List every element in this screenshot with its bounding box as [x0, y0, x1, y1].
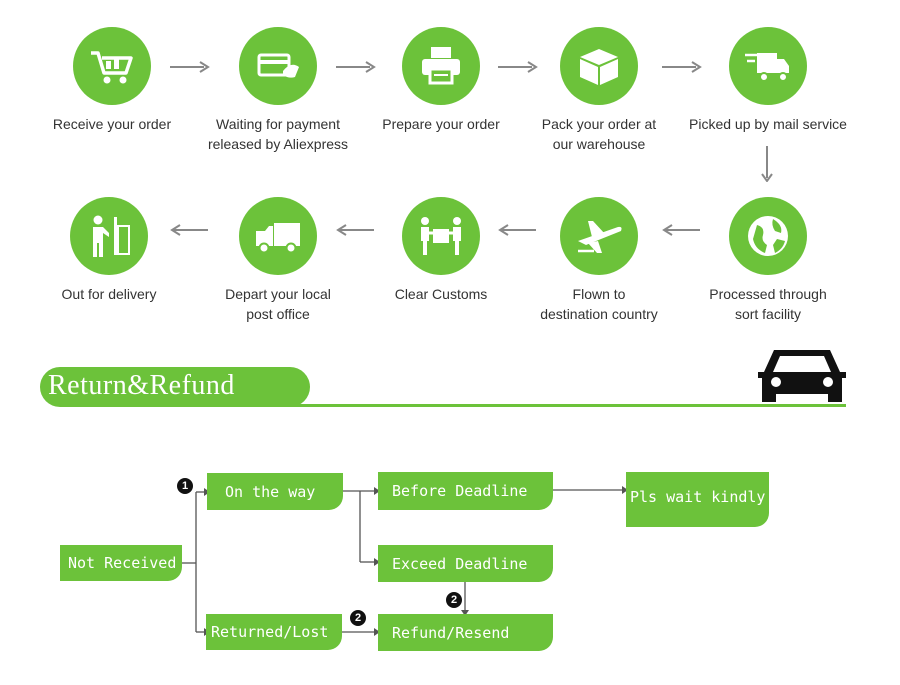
step-pack-order: Pack your order at our warehouse [519, 27, 679, 154]
not-received-box: Not Received [60, 545, 182, 581]
airplane-icon [578, 221, 622, 253]
step-waiting-payment: Waiting for payment released by Aliexpre… [198, 27, 358, 154]
step-label: Prepare your order [382, 116, 500, 132]
step-label: Depart your local post office [225, 286, 331, 322]
step-badge-2: 2 [446, 592, 462, 608]
arrow-down [761, 146, 773, 182]
customs-icon [421, 217, 461, 255]
arrow-right [498, 61, 538, 73]
arrow-left [662, 224, 700, 236]
step-label: Pack your order at our warehouse [541, 116, 657, 152]
step-out-for-delivery: Out for delivery [29, 197, 189, 304]
step-label: Processed through sort facility [709, 286, 827, 322]
step-flown-destination: Flown to destination country [519, 197, 679, 324]
step-circle [560, 27, 638, 105]
globe-icon [748, 216, 788, 256]
step-badge-2: 2 [350, 610, 366, 626]
step-badge-1: 1 [177, 478, 193, 494]
step-circle [402, 27, 480, 105]
step-label: Flown to destination country [540, 286, 658, 322]
box-icon [580, 49, 618, 85]
step-circle [70, 197, 148, 275]
exceed-deadline-box: Exceed Deadline [378, 545, 553, 582]
arrow-right [662, 61, 702, 73]
step-label: Waiting for payment released by Aliexpre… [207, 116, 349, 152]
truck-icon [256, 223, 300, 254]
step-circle [239, 27, 317, 105]
banner-title: Return&Refund [48, 370, 235, 401]
returned-lost-box: Returned/Lost [206, 614, 342, 650]
step-depart-post-office: Depart your local post office [198, 197, 358, 324]
delivery-person-icon [93, 215, 130, 257]
step-receive-order: Receive your order [32, 27, 192, 134]
return-refund-banner [40, 367, 310, 407]
credit-card-icon [257, 53, 299, 78]
arrow-right [336, 61, 376, 73]
step-circle [402, 197, 480, 275]
printer-icon [422, 47, 460, 85]
step-picked-up: Picked up by mail service [688, 27, 848, 134]
car-icon [758, 350, 846, 402]
step-circle [560, 197, 638, 275]
step-circle [729, 197, 807, 275]
step-circle [73, 27, 151, 105]
arrow-left [336, 224, 374, 236]
step-label: Clear Customs [394, 286, 488, 302]
refund-resend-box: Refund/Resend [378, 614, 553, 651]
on-the-way-box: On the way [207, 473, 343, 510]
banner-underline [290, 404, 846, 407]
shopping-cart-icon [91, 51, 133, 84]
arrow-right [170, 61, 210, 73]
step-circle [729, 27, 807, 105]
step-circle [239, 197, 317, 275]
step-prepare-order: Prepare your order [361, 27, 521, 134]
arrow-left [498, 224, 536, 236]
arrow-left [170, 224, 208, 236]
wait-kindly-box: Pls wait kindly [626, 472, 769, 527]
step-label: Receive your order [52, 116, 172, 132]
step-label: Picked up by mail service [689, 116, 847, 132]
before-deadline-box: Before Deadline [378, 472, 553, 510]
delivery-truck-icon [745, 53, 789, 82]
step-label: Out for delivery [61, 286, 157, 302]
step-sort-facility: Processed through sort facility [688, 197, 848, 324]
step-clear-customs: Clear Customs [361, 197, 521, 304]
